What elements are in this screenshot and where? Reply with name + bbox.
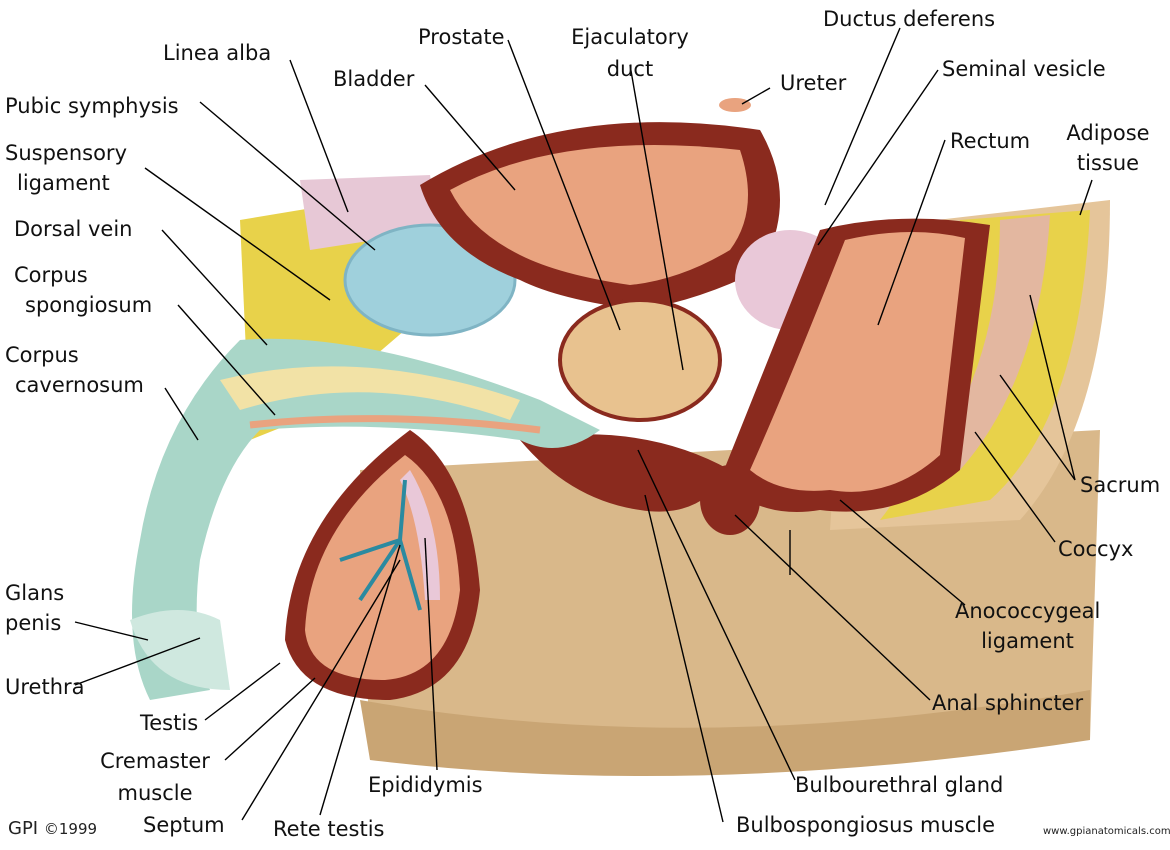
label-corpus-spongiosum-line1: Corpus	[14, 262, 88, 288]
label-rectum: Rectum	[950, 128, 1030, 154]
label-anococcygeal-ligament-line1: Anococcygeal	[955, 598, 1100, 624]
label-corpus-spongiosum-line2: spongiosum	[25, 292, 152, 318]
label-corpus-cavernosum-line1: Corpus	[5, 342, 79, 368]
label-glans-penis-line2: penis	[5, 610, 61, 636]
label-bulbourethral-gland: Bulbourethral gland	[795, 772, 1003, 798]
label-seminal-vesicle: Seminal vesicle	[942, 56, 1106, 82]
label-adipose-tissue-line2: tissue	[1058, 150, 1158, 176]
label-dorsal-vein: Dorsal vein	[14, 216, 132, 242]
prostate-gland	[560, 300, 720, 420]
label-coccyx: Coccyx	[1058, 536, 1133, 562]
label-adipose-tissue-line1: Adipose	[1058, 120, 1158, 146]
label-suspensory-ligament-line1: Suspensory	[5, 140, 127, 166]
label-ductus-deferens: Ductus deferens	[823, 6, 995, 32]
label-epididymis: Epididymis	[368, 772, 483, 798]
credit-gpi-text: GPI	[8, 818, 38, 839]
label-suspensory-ligament-line2: ligament	[17, 170, 110, 196]
label-sacrum: Sacrum	[1080, 472, 1160, 498]
label-cremaster-muscle-line2: muscle	[95, 780, 215, 806]
label-linea-alba: Linea alba	[163, 40, 271, 66]
label-bulbospongiosus-muscle: Bulbospongiosus muscle	[736, 812, 995, 838]
label-prostate: Prostate	[418, 24, 505, 50]
label-anal-sphincter: Anal sphincter	[932, 690, 1083, 716]
label-septum: Septum	[143, 812, 225, 838]
credit-website: www.gpianatomicals.com	[1043, 826, 1170, 837]
label-ureter: Ureter	[780, 70, 846, 96]
anal-sphincter-muscle	[700, 465, 760, 535]
label-corpus-cavernosum-line2: cavernosum	[15, 372, 144, 398]
label-cremaster-muscle-line1: Cremaster	[95, 748, 215, 774]
label-glans-penis-line1: Glans	[5, 580, 64, 606]
label-testis: Testis	[140, 710, 198, 736]
label-bladder: Bladder	[333, 66, 414, 92]
label-rete-testis: Rete testis	[273, 816, 385, 842]
credit-copyright: ©1999	[44, 820, 97, 838]
ureter-stub	[719, 98, 751, 112]
credit-gpi: GPI ©1999	[8, 818, 97, 839]
label-ejaculatory-duct-line1: Ejaculatory	[565, 24, 695, 50]
label-ejaculatory-duct-line2: duct	[565, 56, 695, 82]
label-pubic-symphysis: Pubic symphysis	[5, 93, 179, 119]
label-urethra: Urethra	[5, 674, 85, 700]
label-anococcygeal-ligament-line2: ligament	[955, 628, 1100, 654]
